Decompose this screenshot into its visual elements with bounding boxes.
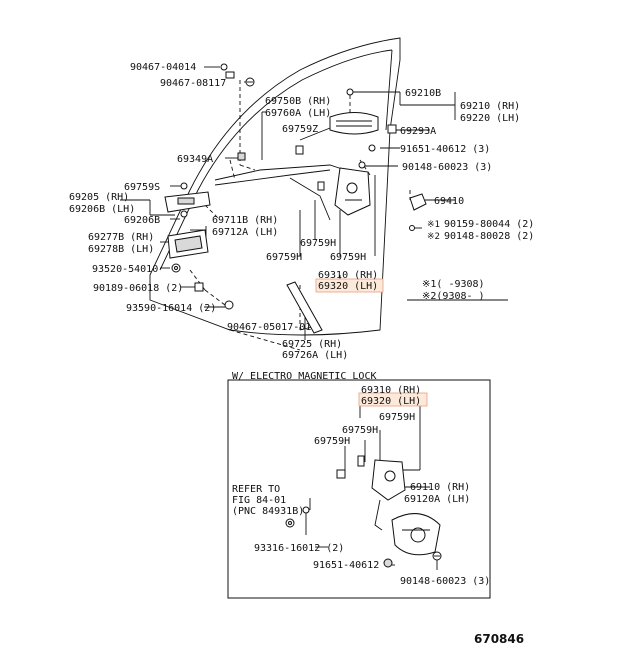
bolt-icon xyxy=(220,63,235,79)
part-label[interactable]: 69712A (LH) xyxy=(212,227,278,238)
part-label[interactable]: ※1 xyxy=(427,220,440,230)
part-label[interactable]: 69293A xyxy=(400,126,436,137)
part-label[interactable]: 90467-05017-01 xyxy=(227,322,311,333)
clip-icon xyxy=(194,282,234,310)
part-labels[interactable]: 90467-04014 90467-08117 69750B (RH) 6976… xyxy=(69,62,534,646)
door-lock-icon xyxy=(317,167,371,216)
screw-icon xyxy=(245,77,255,87)
clip-icon xyxy=(346,88,397,134)
electro-magnetic-lock-section xyxy=(227,379,491,599)
part-label[interactable]: 69759H xyxy=(300,238,336,249)
part-label[interactable]: 69760A (LH) xyxy=(265,108,331,119)
part-label[interactable]: 69725 (RH) xyxy=(282,339,342,350)
part-label[interactable]: 69120A (LH) xyxy=(404,494,470,505)
part-label[interactable]: 93316-16012 (2) xyxy=(254,543,344,554)
part-label[interactable]: 69278B (LH) xyxy=(88,244,154,255)
washer-icon xyxy=(285,518,295,528)
part-label[interactable]: 69759H xyxy=(330,252,366,263)
washer-icon xyxy=(171,263,181,273)
part-label[interactable]: 69759S xyxy=(124,182,160,193)
part-label[interactable]: 90148-60023 (3) xyxy=(400,576,490,587)
part-label[interactable]: 93520-54010 xyxy=(92,264,158,275)
part-label[interactable]: 90159-80044 (2) xyxy=(444,219,534,230)
upper-leaders xyxy=(120,66,508,340)
upper-parts xyxy=(164,63,427,334)
part-label[interactable]: 69310 (RH) xyxy=(318,270,378,281)
part-label[interactable]: 69206B (LH) xyxy=(69,204,135,215)
outside-handle-icon xyxy=(329,112,379,135)
note-label: ※1( -9308) xyxy=(422,279,485,290)
part-label[interactable]: 69206B xyxy=(124,215,160,226)
lock-actuator-icon xyxy=(371,459,441,556)
part-label[interactable]: 69410 xyxy=(434,196,464,207)
part-label[interactable]: 69320 (LH) xyxy=(361,396,421,407)
part-label[interactable]: 69726A (LH) xyxy=(282,350,348,361)
part-label[interactable]: 90467-04014 xyxy=(130,62,196,73)
part-label[interactable]: 69220 (LH) xyxy=(460,113,520,124)
part-label[interactable]: 69750B (RH) xyxy=(265,96,331,107)
part-label[interactable]: 69759H xyxy=(314,436,350,447)
handle-bezel-icon xyxy=(167,229,209,259)
rod-clip-icon xyxy=(180,145,304,218)
part-label[interactable]: 90189-06018 (2) xyxy=(93,283,183,294)
door-panel-outline xyxy=(149,37,401,351)
nut-icon xyxy=(383,558,393,568)
lower-parts xyxy=(285,455,442,568)
inside-handle-icon xyxy=(164,191,211,213)
note-label: ※2(9308- ) xyxy=(422,291,485,302)
bracket-icon xyxy=(409,193,427,211)
bolt-icon xyxy=(432,551,442,561)
part-label[interactable]: 69349A xyxy=(177,154,213,165)
part-label[interactable]: 69711B (RH) xyxy=(212,215,278,226)
highlight-box xyxy=(315,278,384,293)
link-rod-icon xyxy=(214,164,346,221)
refer-label: REFER TO xyxy=(232,484,280,495)
refer-label: (PNC 84931B) xyxy=(232,506,304,517)
part-label[interactable]: 69759H xyxy=(379,412,415,423)
screw-icon xyxy=(409,225,422,231)
part-label[interactable]: 90148-80028 (2) xyxy=(444,231,534,242)
part-label[interactable]: 69759Z xyxy=(282,124,318,135)
part-label[interactable]: 69310 (RH) xyxy=(361,385,421,396)
part-label[interactable]: 90467-08117 xyxy=(160,78,226,89)
screw-icon xyxy=(358,144,376,169)
clip-icon xyxy=(302,455,365,535)
part-label[interactable]: 91651-40612 xyxy=(313,560,379,571)
highlight-box xyxy=(358,392,428,407)
part-label[interactable]: ※2 xyxy=(427,232,440,242)
lower-channel-icon xyxy=(286,281,323,334)
refer-label: FIG 84-01 xyxy=(232,495,286,506)
part-label[interactable]: 69210B xyxy=(405,88,441,99)
part-label[interactable]: 91651-40612 (3) xyxy=(400,144,490,155)
part-label[interactable]: 69759H xyxy=(342,425,378,436)
figure-number: 670846 xyxy=(474,632,524,646)
part-label[interactable]: 69110 (RH) xyxy=(410,482,470,493)
part-label[interactable]: 90148-60023 (3) xyxy=(402,162,492,173)
part-label[interactable]: 69320 (LH) xyxy=(318,281,378,292)
part-label[interactable]: 69210 (RH) xyxy=(460,101,520,112)
part-label[interactable]: 69205 (RH) xyxy=(69,192,129,203)
part-label[interactable]: 93590-16014 (2) xyxy=(126,303,216,314)
part-label[interactable]: 69277B (RH) xyxy=(88,232,154,243)
section-title: W/ ELECTRO MAGNETIC LOCK xyxy=(232,371,377,382)
part-label[interactable]: 69759H xyxy=(266,252,302,263)
